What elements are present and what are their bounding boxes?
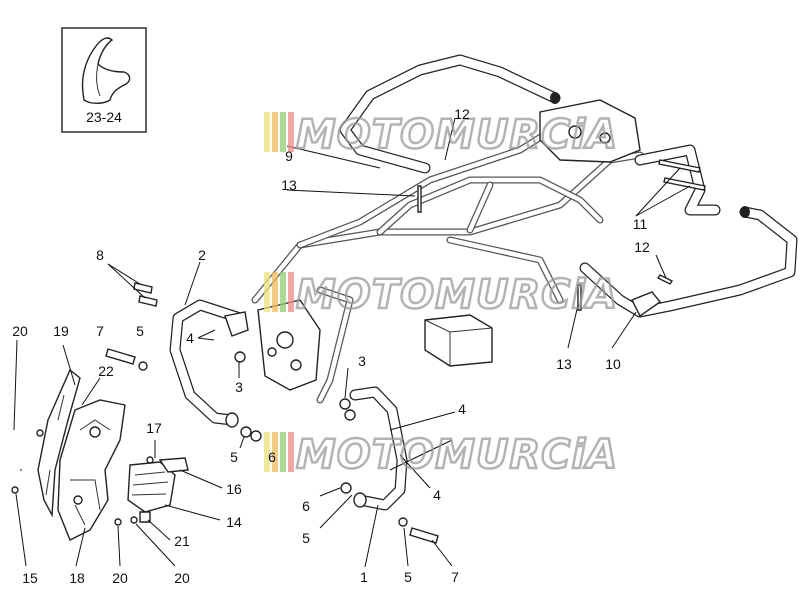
callout-20: 20 [174, 570, 190, 586]
watermark-top: MOTOMURCiA [264, 111, 618, 159]
callout-4: 4 [433, 487, 441, 503]
main-frame [251, 99, 644, 404]
fasteners [11, 159, 706, 544]
watermark-stripe [288, 432, 294, 472]
callout-10: 10 [605, 356, 621, 372]
watermark-stripe [280, 432, 286, 472]
watermark-stripe [288, 272, 294, 312]
upper-rear-bar [339, 54, 561, 174]
inset-label: 23-24 [86, 109, 122, 125]
watermark-stripe [272, 112, 278, 152]
callout-7: 7 [96, 323, 104, 339]
callout-13: 13 [281, 177, 297, 193]
callout-5: 5 [136, 323, 144, 339]
support-bracket [158, 457, 189, 473]
callout-17: 17 [146, 420, 162, 436]
watermark-stripe [264, 112, 270, 152]
side-fairing [37, 368, 189, 541]
callout-1: 1 [360, 569, 368, 585]
watermark-stripe [288, 112, 294, 152]
callout-5: 5 [302, 530, 310, 546]
callout-9: 9 [285, 148, 293, 164]
inset-box: 23-24 [61, 27, 147, 133]
watermark-bottom: MOTOMURCiA [264, 431, 618, 479]
watermark-middle: MOTOMURCiA [264, 271, 618, 319]
front-upper-bar [169, 299, 249, 428]
callout-5: 5 [230, 449, 238, 465]
callout-19: 19 [53, 323, 69, 339]
watermark-stripe [272, 432, 278, 472]
callout-11: 11 [633, 216, 648, 232]
callout-8: 8 [96, 247, 104, 263]
watermark-stripe [272, 272, 278, 312]
callout-6: 6 [268, 449, 276, 465]
callout-labels: 1 2 3 3 4 4 4 5 5 5 5 6 6 7 7 8 9 10 11 … [12, 106, 650, 586]
callout-16: 16 [226, 481, 242, 497]
callout-3: 3 [235, 379, 243, 395]
fairing-panel-18 [57, 399, 126, 541]
callout-18: 18 [69, 570, 85, 586]
watermark-stripe [264, 432, 270, 472]
watermark-text: MOTOMURCiA [296, 432, 618, 478]
watermark-stripe [264, 272, 270, 312]
callout-4: 4 [458, 401, 466, 417]
callout-22: 22 [98, 363, 114, 379]
callout-2: 2 [198, 247, 206, 263]
callout-5: 5 [404, 569, 412, 585]
callout-13: 13 [556, 356, 572, 372]
callout-20: 20 [112, 570, 128, 586]
frame-crossmember-box [424, 314, 493, 367]
callout-6: 6 [302, 498, 310, 514]
callout-3: 3 [358, 353, 366, 369]
watermark-group: MOTOMURCiA MOTOMURCiA MOTOMURCiA [264, 111, 618, 479]
watermark-text: MOTOMURCiA [296, 112, 618, 158]
callout-21: 21 [174, 533, 190, 549]
callout-20: 20 [12, 323, 28, 339]
watermark-stripe [280, 272, 286, 312]
rear-side-bar [579, 144, 798, 318]
watermark-text: MOTOMURCiA [296, 272, 618, 318]
leader-lines [13, 117, 691, 568]
callout-4: 4 [186, 330, 194, 346]
callout-12: 12 [454, 106, 470, 122]
front-lower-bar [349, 386, 408, 511]
callout-14: 14 [226, 514, 242, 530]
rear-frame-plate [539, 99, 641, 163]
callout-12: 12 [634, 239, 650, 255]
windscreen-bracket-part [81, 37, 131, 105]
watermark-stripe [280, 112, 286, 152]
callout-15: 15 [22, 570, 38, 586]
callout-7: 7 [451, 569, 459, 585]
